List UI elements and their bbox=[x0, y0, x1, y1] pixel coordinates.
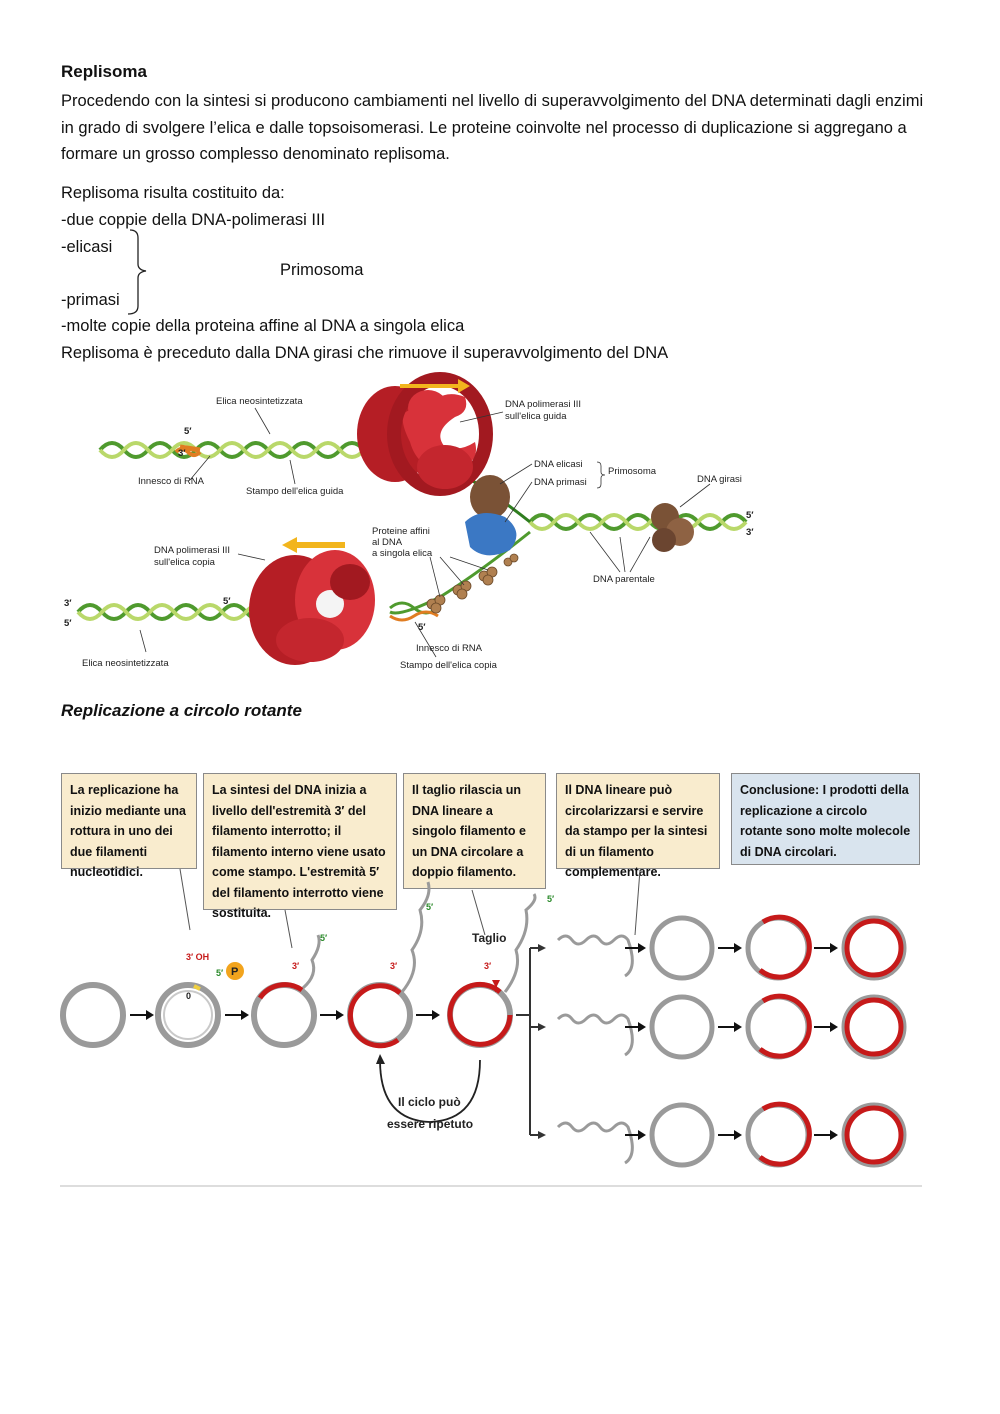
label-proteine-3: a singola elica bbox=[372, 548, 433, 559]
circle-nicked bbox=[155, 982, 221, 1048]
rolling-circle-diagram: 3′ OH 0 5′ P 3′ 5′ 3′ 5′ Taglio 3′ 5′ Il… bbox=[60, 868, 922, 1187]
label-cycle-1: Il ciclo può bbox=[398, 1095, 461, 1109]
replisome-figure: Elica neosintetizzata 5′ 3′ Innesco di R… bbox=[64, 372, 754, 671]
label-innesco-top: Innesco di RNA bbox=[138, 476, 205, 487]
label-primasi: DNA primasi bbox=[534, 477, 587, 488]
step-box-4: Il DNA lineare può circolarizzarsi e ser… bbox=[556, 773, 720, 879]
polymerase-leading bbox=[357, 372, 493, 496]
label-elicasi: DNA elicasi bbox=[534, 459, 583, 470]
label-3b: 3′ bbox=[390, 961, 397, 971]
gyrase-protein bbox=[651, 503, 694, 552]
helicase-protein bbox=[470, 475, 510, 519]
product-circle-gray bbox=[649, 1102, 715, 1168]
intro-paragraph: Procedendo con la sintesi si producono c… bbox=[61, 92, 924, 163]
label-3-right: 3′ bbox=[746, 527, 754, 538]
label-proteine-1: Proteine affini bbox=[372, 526, 430, 537]
product-circle-gray bbox=[649, 915, 715, 981]
label-3a: 3′ bbox=[292, 961, 299, 971]
label-cycle-2: essere ripetuto bbox=[387, 1117, 473, 1131]
list-item-ssb: -molte copie della proteina affine al DN… bbox=[61, 317, 465, 335]
label-leaders bbox=[139, 407, 711, 658]
label-elica-neo-top: Elica neosintetizzata bbox=[216, 396, 303, 407]
product-circle-complete bbox=[841, 994, 907, 1060]
label-5-mid: 5′ bbox=[223, 596, 231, 607]
label-3-left: 3′ bbox=[64, 598, 72, 609]
label-5-right: 5′ bbox=[746, 510, 754, 521]
circle-initial bbox=[60, 982, 126, 1048]
label-pol-copia-2: sull'elica copia bbox=[154, 557, 216, 568]
label-proteine-2: al DNA bbox=[372, 537, 403, 548]
label-3oh: 3′ OH bbox=[186, 952, 209, 962]
linear-strand bbox=[556, 1013, 634, 1057]
label-5-left: 5′ bbox=[64, 618, 72, 629]
section-heading-rolling-circle: Replicazione a circolo rotante bbox=[61, 701, 302, 720]
list-closing: Replisoma è preceduto dalla DNA girasi c… bbox=[61, 344, 669, 362]
step-box-3: Il taglio rilascia un DNA lineare a sing… bbox=[403, 773, 546, 889]
linear-strand bbox=[556, 1121, 634, 1165]
section-heading-replisoma: Replisoma bbox=[61, 62, 147, 81]
label-5c: 5′ bbox=[547, 894, 554, 904]
lagging-direction-arrow bbox=[282, 537, 345, 553]
label-parentale: DNA parentale bbox=[593, 574, 655, 585]
label-3-top: 3′ bbox=[178, 448, 186, 459]
label-taglio: Taglio bbox=[472, 931, 506, 945]
label-elica-neo-bottom: Elica neosintetizzata bbox=[82, 658, 169, 669]
primase-protein bbox=[465, 513, 517, 556]
label-zero: 0 bbox=[186, 991, 191, 1001]
label-5-top: 5′ bbox=[184, 426, 192, 437]
step-box-conclusion: Conclusione: I prodotti della replicazio… bbox=[731, 773, 920, 865]
label-girasi: DNA girasi bbox=[697, 474, 742, 485]
label-3c: 3′ bbox=[484, 961, 491, 971]
label-stampo-copia: Stampo dell'elica copia bbox=[400, 660, 498, 671]
phosphate-marker bbox=[226, 962, 244, 980]
label-pol-copia-1: DNA polimerasi III bbox=[154, 545, 230, 556]
list-intro: Replisoma risulta costituito da: bbox=[61, 184, 285, 202]
label-pol-guida-1: DNA polimerasi III bbox=[505, 399, 581, 410]
label-innesco-bottom: Innesco di RNA bbox=[416, 643, 483, 654]
product-circle-complete bbox=[841, 915, 907, 981]
step-box-1: La replicazione ha inizio mediante una r… bbox=[61, 773, 197, 879]
label-5p: 5′ bbox=[216, 968, 223, 978]
polymerase-lagging bbox=[249, 550, 375, 665]
label-5b: 5′ bbox=[426, 902, 433, 912]
parental-helix bbox=[528, 513, 748, 531]
product-circle-gray bbox=[649, 994, 715, 1060]
list-item-primasi: -primasi bbox=[61, 291, 120, 309]
label-pol-guida-2: sull'elica guida bbox=[505, 411, 567, 422]
step-box-2: La sintesi del DNA inizia a livello dell… bbox=[203, 773, 397, 920]
label-stampo-guida: Stampo dell'elica guida bbox=[246, 486, 344, 497]
label-5a: 5′ bbox=[320, 933, 327, 943]
leading-direction-arrow bbox=[400, 379, 470, 393]
primosoma-brace bbox=[127, 229, 147, 315]
product-circle-complete bbox=[841, 1102, 907, 1168]
list-item-polimerasi: -due coppie della DNA-polimerasi III bbox=[61, 211, 326, 229]
label-p: P bbox=[231, 966, 238, 978]
linear-strand bbox=[556, 934, 634, 978]
primosoma-label: Primosoma bbox=[280, 261, 364, 279]
label-5-low: 5′ bbox=[418, 622, 426, 633]
leading-helix bbox=[98, 441, 366, 459]
ssb-proteins bbox=[426, 553, 519, 614]
list-item-elicasi: -elicasi bbox=[61, 238, 113, 256]
label-primosoma: Primosoma bbox=[608, 466, 657, 477]
